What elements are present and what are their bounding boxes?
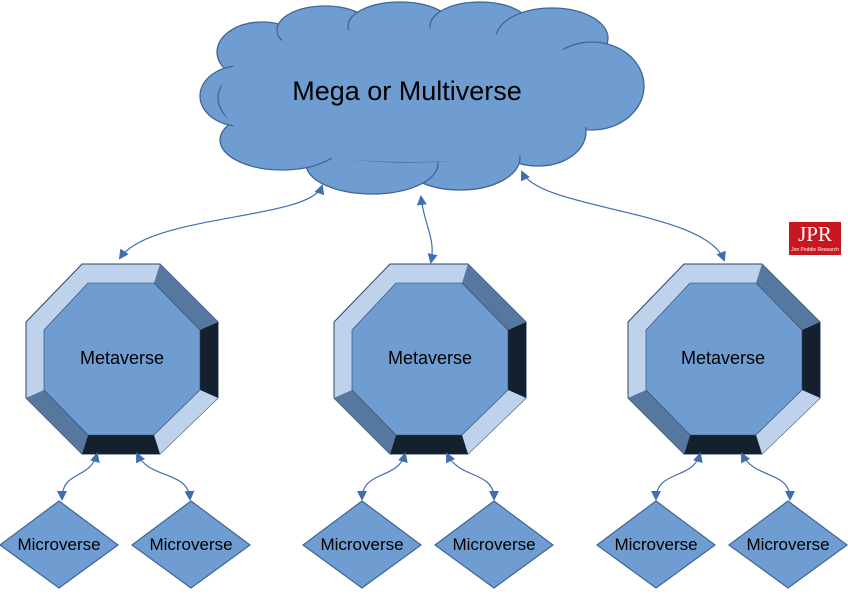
microverse-diamond-4 bbox=[433, 500, 555, 589]
metaverse-octagon-1 bbox=[25, 263, 219, 455]
metaverse-octagon-3 bbox=[627, 263, 821, 455]
microverse-label-1: Microverse bbox=[17, 535, 101, 554]
jpr-logo: JPR Jon Peddie Research bbox=[789, 222, 841, 255]
microverse-label-5: Microverse bbox=[614, 535, 698, 554]
logo-subtitle: Jon Peddie Research bbox=[791, 247, 839, 253]
microverse-diamond-5 bbox=[595, 500, 717, 589]
cloud-connectors bbox=[118, 170, 726, 264]
logo-mark: JPR bbox=[798, 222, 832, 246]
micro-connectors bbox=[57, 452, 795, 501]
connector-meta2-micro2 bbox=[446, 452, 499, 501]
connector-meta1-micro2 bbox=[136, 452, 195, 501]
connector-cloud-metaverse-3 bbox=[520, 170, 726, 262]
microverse-label-6: Microverse bbox=[746, 535, 830, 554]
connector-meta3-micro1 bbox=[651, 452, 703, 501]
microverse-label-2: Microverse bbox=[149, 535, 233, 554]
connector-meta3-micro2 bbox=[741, 452, 795, 501]
microverse-diamonds bbox=[0, 500, 848, 589]
connector-cloud-metaverse-1 bbox=[118, 184, 325, 260]
metaverse-label-3: Metaverse bbox=[680, 348, 766, 368]
multiverse-cloud bbox=[199, 1, 645, 195]
microverse-diamond-1 bbox=[0, 500, 120, 589]
cloud-label: Mega or Multiverse bbox=[292, 76, 522, 106]
connector-meta1-micro1 bbox=[57, 452, 100, 501]
microverse-diamond-2 bbox=[130, 500, 252, 589]
microverse-diamond-3 bbox=[301, 500, 423, 589]
connector-meta2-micro1 bbox=[357, 452, 408, 501]
connector-cloud-metaverse-2 bbox=[416, 195, 438, 264]
metaverse-label-1: Metaverse bbox=[79, 348, 165, 368]
metaverse-octagon-2 bbox=[333, 263, 527, 455]
microverse-label-3: Microverse bbox=[320, 535, 404, 554]
metaverse-label-2: Metaverse bbox=[387, 348, 473, 368]
microverse-diamond-6 bbox=[727, 500, 848, 589]
microverse-label-4: Microverse bbox=[452, 535, 536, 554]
